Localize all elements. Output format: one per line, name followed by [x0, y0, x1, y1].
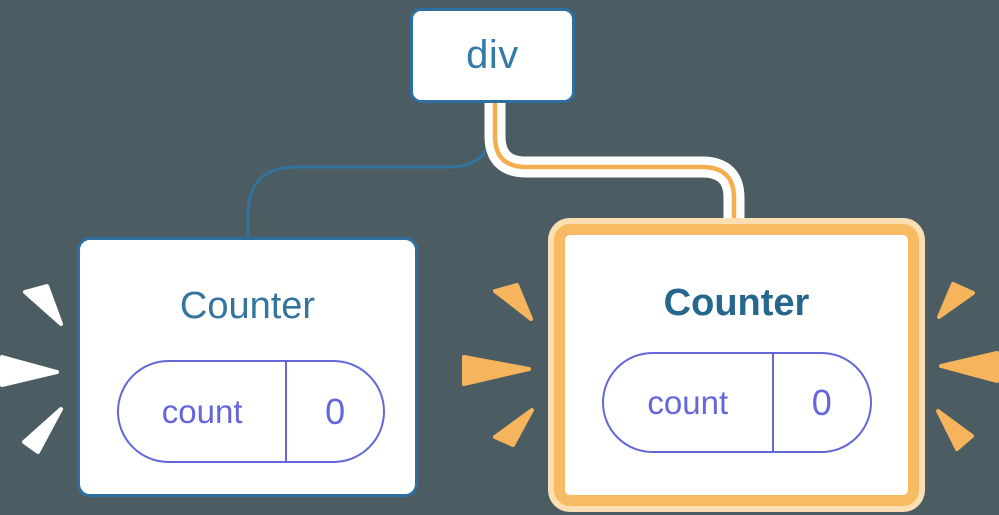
- orange-ray-icon: [939, 351, 999, 383]
- counter-card-left: Counter count 0: [77, 237, 418, 497]
- orange-ray-icon: [462, 355, 531, 386]
- component-title: Counter: [663, 282, 810, 324]
- root-node-label: div: [466, 33, 519, 77]
- orange-ray-burst-icon: [462, 283, 534, 447]
- pill-divider: [285, 362, 288, 461]
- root-node-div: div: [410, 8, 575, 103]
- edge-to-left-counter-line: [246, 100, 494, 240]
- white-ray-icon: [23, 284, 63, 326]
- white-ray-icon: [0, 355, 59, 387]
- state-key: count: [161, 392, 243, 430]
- white-ray-icon: [22, 407, 63, 454]
- state-key: count: [647, 383, 729, 421]
- counter-card-right-highlighted: Counter count 0: [554, 224, 919, 506]
- orange-ray-icon: [937, 282, 975, 319]
- white-ray-burst-icon: [0, 284, 63, 454]
- component-title: Counter: [179, 285, 316, 327]
- orange-ray-icon: [493, 283, 533, 321]
- orange-ray-icon: [936, 409, 974, 451]
- state-pill: count 0: [117, 360, 385, 463]
- state-value: 0: [325, 390, 346, 432]
- edge-to-right-counter-line: [492, 98, 737, 232]
- state-value: 0: [811, 381, 832, 423]
- orange-ray-icon: [493, 408, 534, 447]
- pill-divider: [771, 354, 774, 451]
- state-pill: count 0: [602, 352, 872, 453]
- orange-ray-burst-icon: [936, 282, 999, 451]
